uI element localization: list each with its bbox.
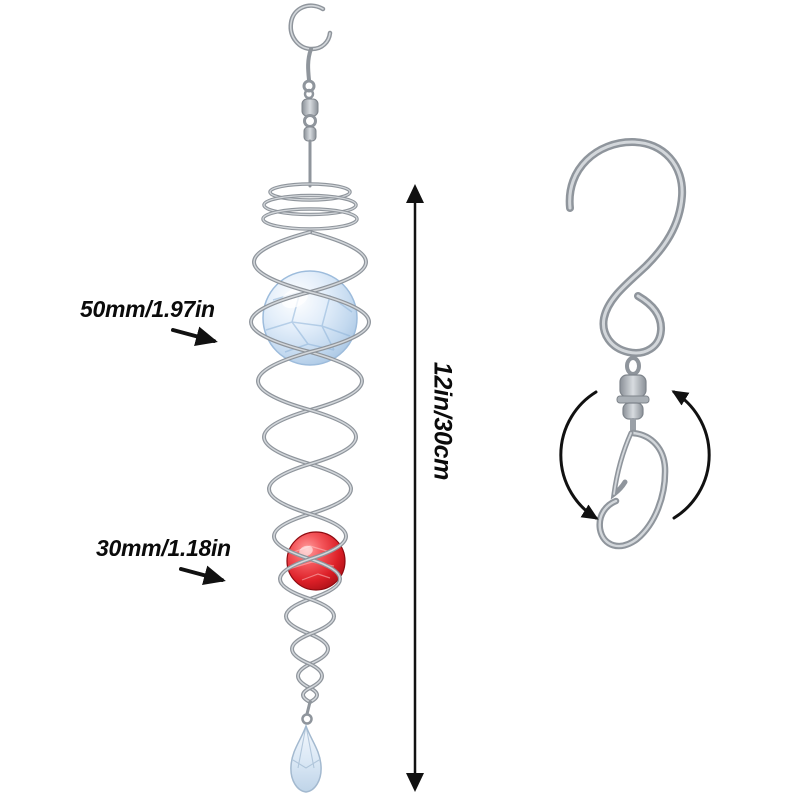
- label-ball-large: 50mm/1.97in: [80, 296, 215, 322]
- rotation-arrow-left: [559, 390, 599, 520]
- spinner-swivel: [301, 98, 319, 188]
- dimension-arrowhead-top: [406, 184, 424, 203]
- dimension-arrowhead-bottom: [406, 773, 424, 792]
- teardrop-facets: [292, 725, 320, 769]
- spiral-coil-top: [261, 182, 359, 231]
- label-total-length: 12in/30cm: [428, 361, 457, 481]
- dimension-arrow: [406, 184, 424, 792]
- pointer-arrow-small-ball: [179, 565, 226, 585]
- spinner-top-hook-icon: [288, 3, 333, 100]
- teardrop-pendant: [290, 700, 322, 793]
- enlarged-hook: [565, 137, 687, 357]
- enlarged-clip: [596, 429, 669, 550]
- rotation-arrows: [559, 390, 711, 520]
- enlarged-swivel: [616, 356, 650, 433]
- rotation-arrow-right: [671, 390, 711, 520]
- pointer-arrow-large-ball: [171, 326, 218, 346]
- spiral-helix: [249, 230, 371, 704]
- label-ball-small: 30mm/1.18in: [96, 535, 231, 561]
